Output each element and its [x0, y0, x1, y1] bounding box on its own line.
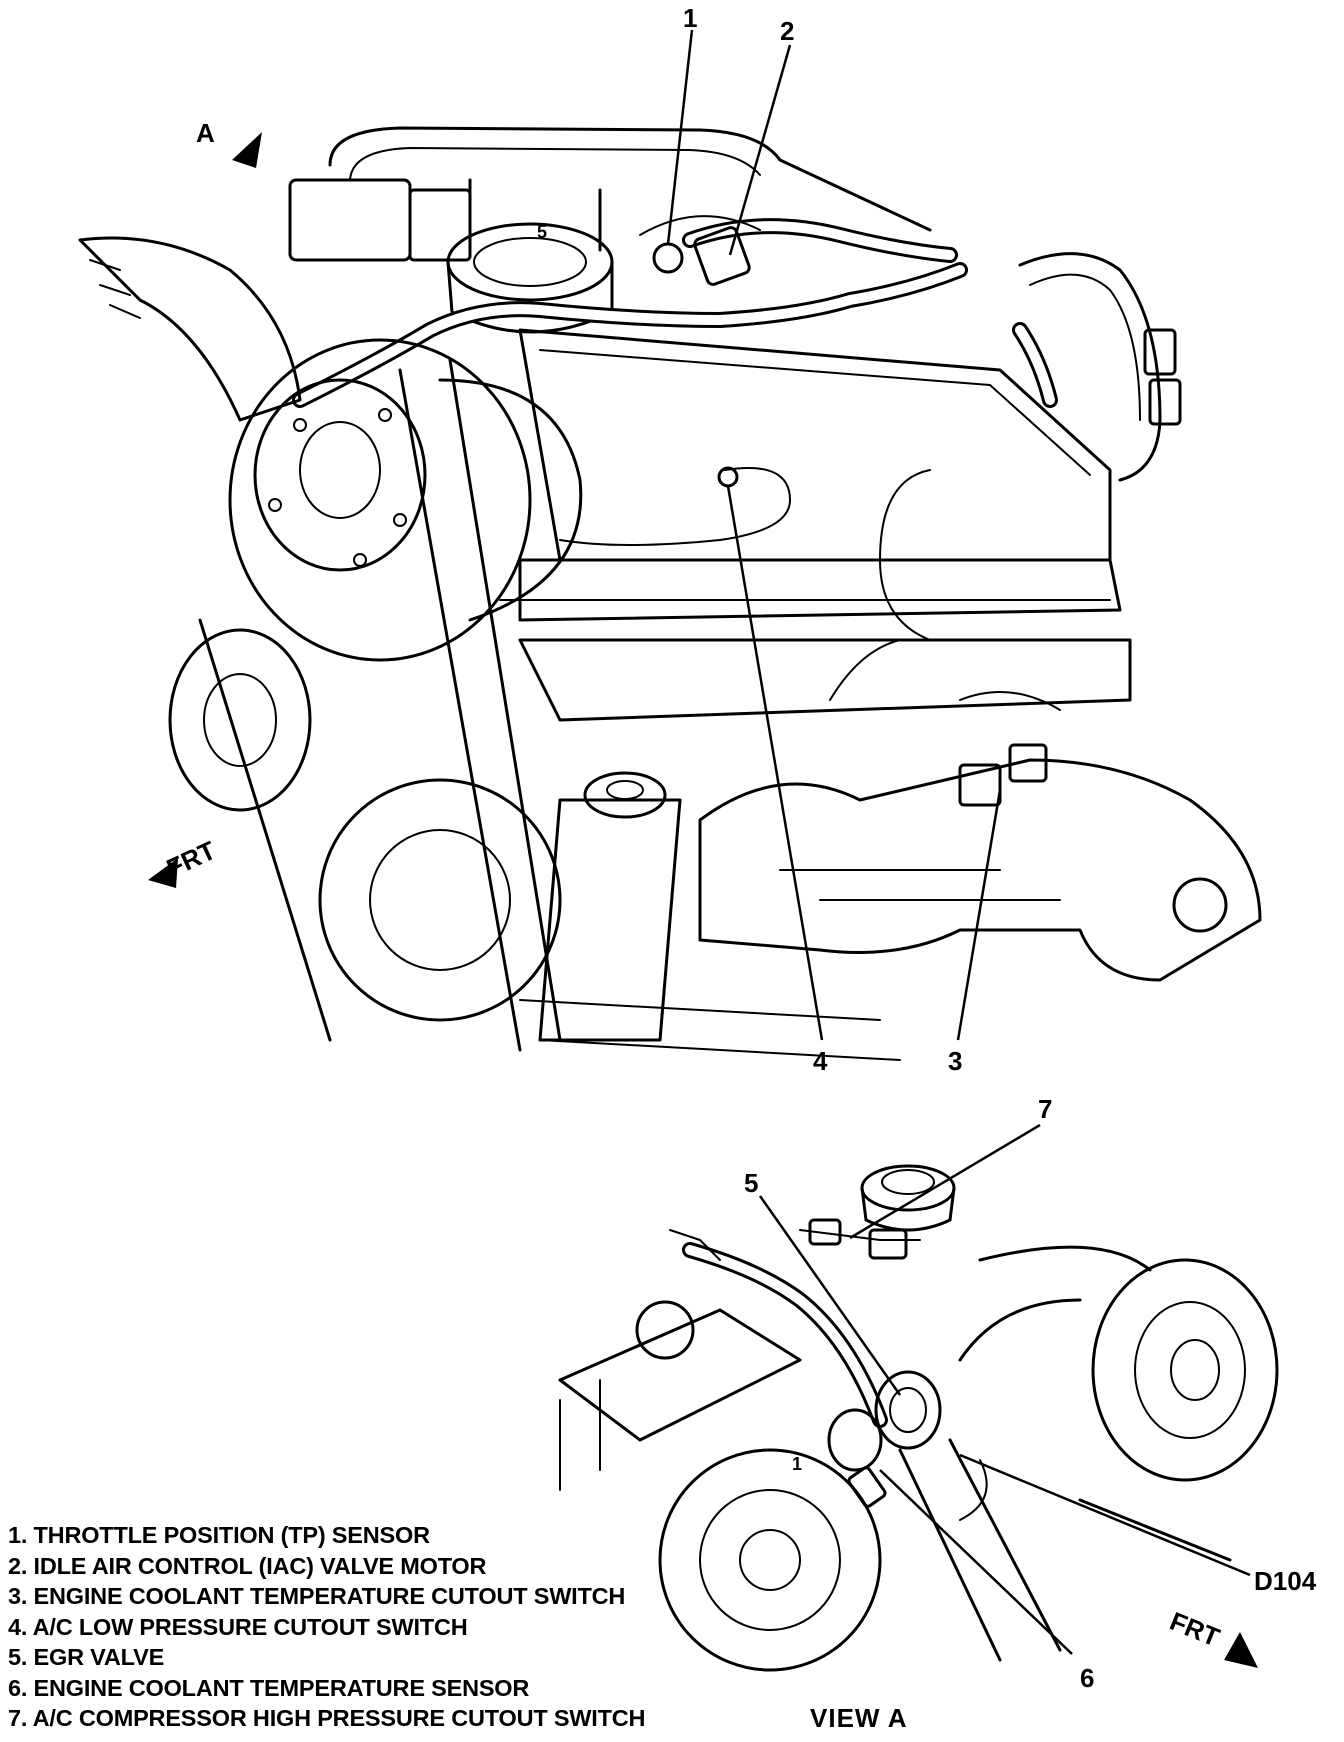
front-arrow-icon [148, 858, 178, 888]
view-a-arrow-label: A [196, 118, 215, 148]
view-a-title: VIEW A [810, 1703, 908, 1733]
callout-1: 1 [683, 3, 697, 33]
front-arrow-main-label: FRT [162, 835, 221, 884]
callout-2: 2 [780, 16, 794, 46]
callout-4: 4 [813, 1046, 828, 1076]
legend-item-6: 6. ENGINE COOLANT TEMPERATURE SENSOR [8, 1674, 530, 1701]
callout-5: 5 [744, 1168, 758, 1198]
small-callout-5: 5 [537, 222, 547, 242]
front-arrow-view-label: FRT [1166, 1606, 1224, 1653]
legend-item-4: 4. A/C LOW PRESSURE CUTOUT SWITCH [8, 1613, 468, 1640]
main-engine-illustration [78, 126, 1262, 1061]
front-view-arrow-icon [1224, 1632, 1258, 1668]
callout-6: 6 [1080, 1663, 1094, 1693]
legend-item-2: 2. IDLE AIR CONTROL (IAC) VALVE MOTOR [8, 1552, 487, 1579]
view-a-illustration [558, 1164, 1279, 1672]
small-callout-1: 1 [792, 1454, 802, 1474]
view-a-leader-lines [758, 1123, 1251, 1655]
legend-item-3: 3. ENGINE COOLANT TEMPERATURE CUTOUT SWI… [8, 1583, 626, 1609]
callout-d104: D104 [1254, 1566, 1317, 1596]
main-leader-lines [666, 29, 1002, 1041]
callout-7: 7 [1038, 1094, 1052, 1124]
legend-item-5: 5. EGR VALVE [8, 1644, 165, 1670]
legend-item-7: 7. A/C COMPRESSOR HIGH PRESSURE CUTOUT S… [8, 1705, 646, 1731]
view-a-arrow-icon [232, 132, 262, 168]
legend-item-1: 1. THROTTLE POSITION (TP) SENSOR [8, 1522, 430, 1548]
component-legend: 1. THROTTLE POSITION (TP) SENSOR 2. IDLE… [8, 1520, 768, 1734]
callout-3: 3 [948, 1046, 962, 1076]
